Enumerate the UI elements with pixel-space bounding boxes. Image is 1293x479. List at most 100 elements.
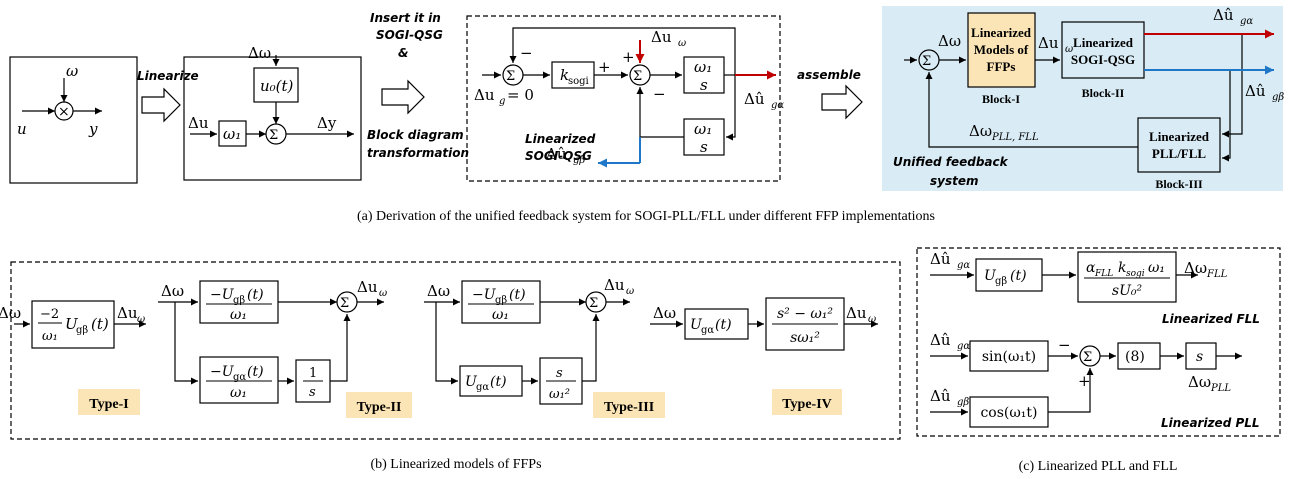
ksogi-label: k — [560, 66, 569, 84]
linearize-arrow — [141, 87, 181, 123]
uni-fb-sub: PLL, FLL — [991, 132, 1039, 143]
sogi-name-1: Linearized — [525, 132, 596, 146]
pll-plus: + — [1078, 372, 1091, 390]
assemble-label: assemble — [797, 68, 861, 82]
t2-int-num: 1 — [309, 366, 317, 381]
t1-out-sub: ω — [137, 314, 145, 325]
t4-label: Type-IV — [782, 397, 832, 412]
uni-out-alpha-sub: gα — [1240, 16, 1253, 27]
sogi-frame — [466, 15, 781, 182]
sogi-delta-uw: Δu — [651, 28, 672, 46]
t2-label: Type-II — [357, 400, 402, 415]
fll-in: Δû — [930, 250, 951, 268]
fll-blk-arg: (t) — [1010, 268, 1027, 284]
pll-sin: sin(ω₁t) — [982, 349, 1036, 365]
fll-gain-block — [1077, 251, 1177, 303]
t4-in: Δω — [653, 304, 676, 322]
t3-out: Δu — [604, 276, 625, 294]
caption-a: (a) Derivation of the unified feedback s… — [357, 209, 935, 224]
pll-in-a-sub: gα — [957, 341, 970, 352]
int2-den: s — [700, 138, 708, 156]
sogi-ug-sub: g — [499, 96, 505, 107]
sogi-name-2: SOGI-QSG — [525, 149, 592, 163]
t3-in: Δω — [427, 282, 450, 300]
transform-line-1: Block diagram — [367, 128, 464, 142]
t2-bot-arg: (t) — [247, 364, 264, 380]
t1-tail-arg: (t) — [91, 315, 109, 333]
t2-int-den: s — [309, 385, 316, 400]
block3-line-2: PLL/FLL — [1152, 146, 1207, 161]
t3-out-sub: ω — [626, 286, 634, 297]
type-highlights — [78, 389, 842, 418]
pll-in-b-sub: gβ — [957, 397, 969, 408]
mult-omega-label: ω — [66, 62, 78, 80]
int2-num: ω₁ — [694, 120, 712, 138]
pll-ref: (8) — [1125, 349, 1145, 365]
fll-num-c: ω₁ — [1148, 260, 1165, 276]
t1-out: Δu — [117, 304, 138, 322]
fll-blk: U — [984, 268, 997, 284]
block2-line-1: Linearized — [1073, 35, 1134, 50]
int1-num: ω₁ — [694, 58, 712, 76]
t4-blk-sub: gα — [701, 325, 714, 336]
block1-label: Block-I — [982, 92, 1020, 106]
lin-delta-omega: Δω — [248, 44, 271, 62]
t4-out: Δu — [846, 304, 867, 322]
fll-out: Δω — [1184, 259, 1207, 277]
fll-den: sU₀² — [1112, 283, 1143, 299]
block3 — [1137, 117, 1221, 173]
t3-sum-symbol: Σ — [589, 296, 598, 311]
caption-c: (c) Linearized PLL and FLL — [1019, 459, 1178, 474]
block3-line-1: Linearized — [1149, 129, 1210, 144]
sogi-out-beta: Δû — [546, 145, 567, 163]
pll-out-sub: PLL — [1210, 383, 1231, 394]
uni-out-beta-sub: gβ — [1272, 92, 1284, 103]
block1-line-3: FFPs — [987, 59, 1016, 74]
fll-out-sub: FLL — [1206, 269, 1228, 280]
linearized-multiplier-frame — [183, 56, 362, 181]
t3-label: Type-III — [604, 400, 654, 415]
sogi-plus-left: + — [598, 58, 611, 76]
uni-name-1: Unified feedback — [893, 155, 1009, 169]
multiplier-frame — [9, 56, 138, 184]
t2-bot-sub: gα — [233, 372, 246, 383]
sogi-ug-rhs: = 0 — [507, 86, 534, 104]
t2-top-num: −U — [210, 287, 235, 303]
t4-blk: U — [690, 317, 703, 333]
transform-line-2: transformation — [367, 146, 469, 160]
sogi-delta-ug: Δu — [474, 86, 495, 104]
fll-num-a-sub: FLL — [1094, 269, 1113, 279]
insert-line-2: SOGI-QSG — [376, 28, 443, 42]
sogi-out-alpha: Δû — [744, 90, 765, 108]
t3-bot: U — [465, 374, 478, 390]
sum-symbol-3: Σ — [633, 69, 642, 84]
fll-num-b: k — [1118, 260, 1126, 276]
uni-out-alpha: Δû — [1213, 6, 1234, 24]
t3-top-arg: (t) — [509, 287, 526, 303]
fll-num-a: α — [1086, 260, 1096, 276]
pll-sum-symbol: Σ — [1083, 350, 1092, 365]
insert-arrow — [381, 79, 425, 115]
t4-out-sub: ω — [868, 314, 876, 325]
t3-f-den: ω₁² — [549, 387, 570, 402]
sogi-uw-sub: ω — [678, 38, 686, 49]
pll-out: Δω — [1188, 373, 1211, 391]
t2-top-sub: gβ — [233, 295, 245, 306]
t1-tail-sub: gβ — [76, 325, 88, 336]
type2-bottom-block — [199, 356, 279, 404]
mult-symbol: × — [58, 104, 70, 120]
pll-in-a: Δû — [930, 331, 951, 349]
sogi-out-alpha-sub: gα — [771, 100, 784, 111]
t1-num: −2 — [40, 307, 59, 322]
fll-num-b-sub: sogi — [1126, 269, 1145, 279]
sogi-out-beta-sub: gβ — [573, 155, 585, 166]
fll-blk-sub: gβ — [995, 276, 1007, 287]
assemble-arrow — [821, 84, 863, 120]
t3-f-num: s — [556, 366, 563, 381]
uni-delta-uw: Δu — [1038, 34, 1059, 52]
t4-blk-arg: (t) — [715, 317, 732, 333]
lin-delta-y: Δy — [317, 114, 337, 132]
block2-line-2: SOGI-QSG — [1071, 52, 1135, 67]
int1-den: s — [700, 76, 708, 94]
